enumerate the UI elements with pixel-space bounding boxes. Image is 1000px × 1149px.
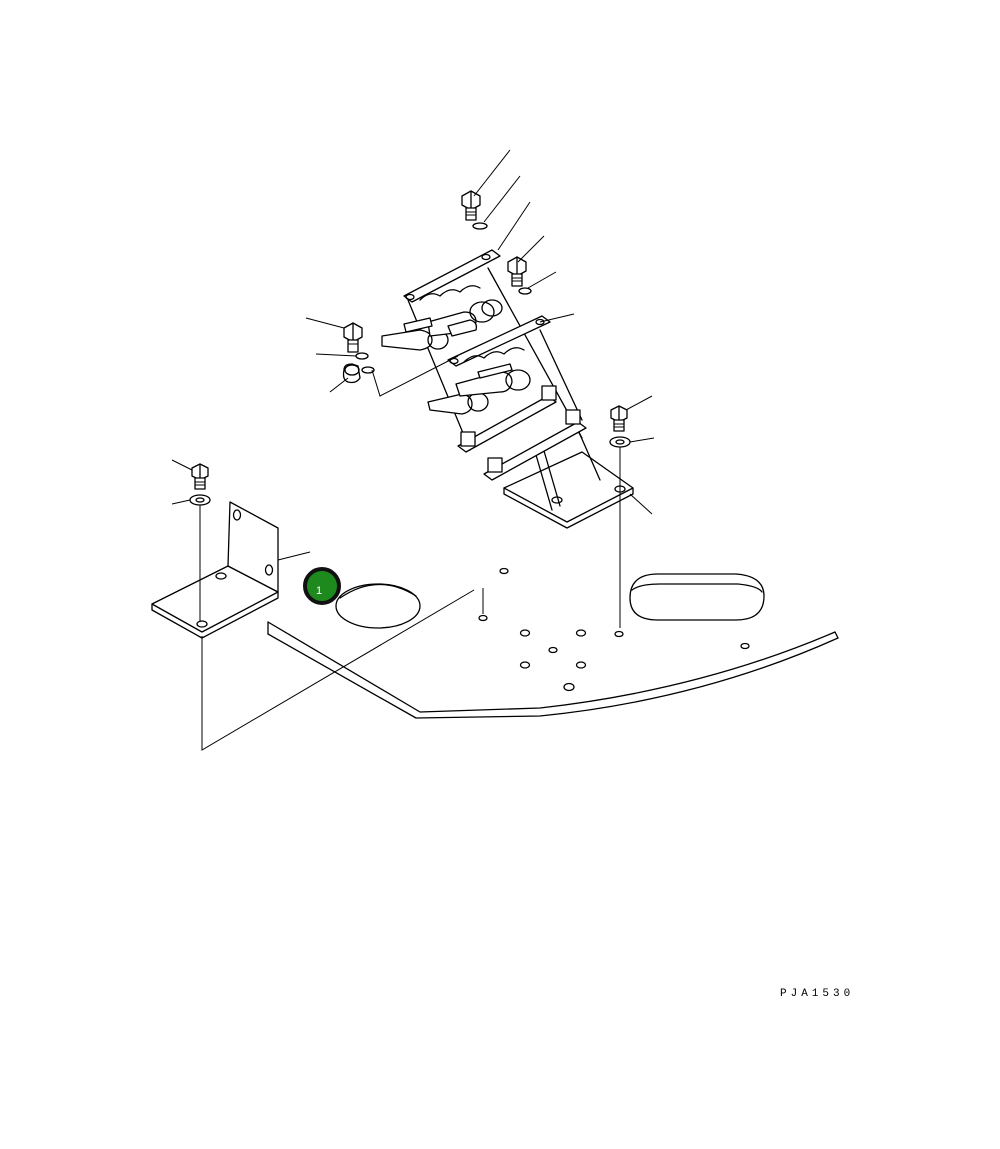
right-washer	[609, 436, 631, 448]
valve-cartridges-lower	[427, 363, 531, 415]
left-bolt	[191, 463, 209, 490]
callout-number: 1	[316, 585, 322, 597]
valve-cartridges-upper	[381, 299, 503, 351]
stand-frame	[407, 267, 583, 451]
angle-bracket	[151, 501, 279, 639]
stand-bolt-left	[343, 322, 375, 374]
oval-opening	[629, 573, 765, 621]
right-bolt	[610, 405, 628, 432]
stand-base	[503, 429, 634, 529]
callout-badge-1[interactable]: 1	[303, 567, 341, 605]
base-plate	[267, 621, 839, 719]
left-washer	[189, 494, 211, 506]
stand-bolt-right	[507, 256, 532, 295]
round-opening	[335, 583, 421, 629]
upper-plate	[403, 249, 501, 303]
leader-lines	[171, 149, 655, 751]
top-bolt	[461, 190, 488, 230]
plate-holes	[478, 567, 750, 692]
drawing-code: PJA1530	[780, 988, 855, 1000]
lower-bracket	[457, 385, 587, 481]
